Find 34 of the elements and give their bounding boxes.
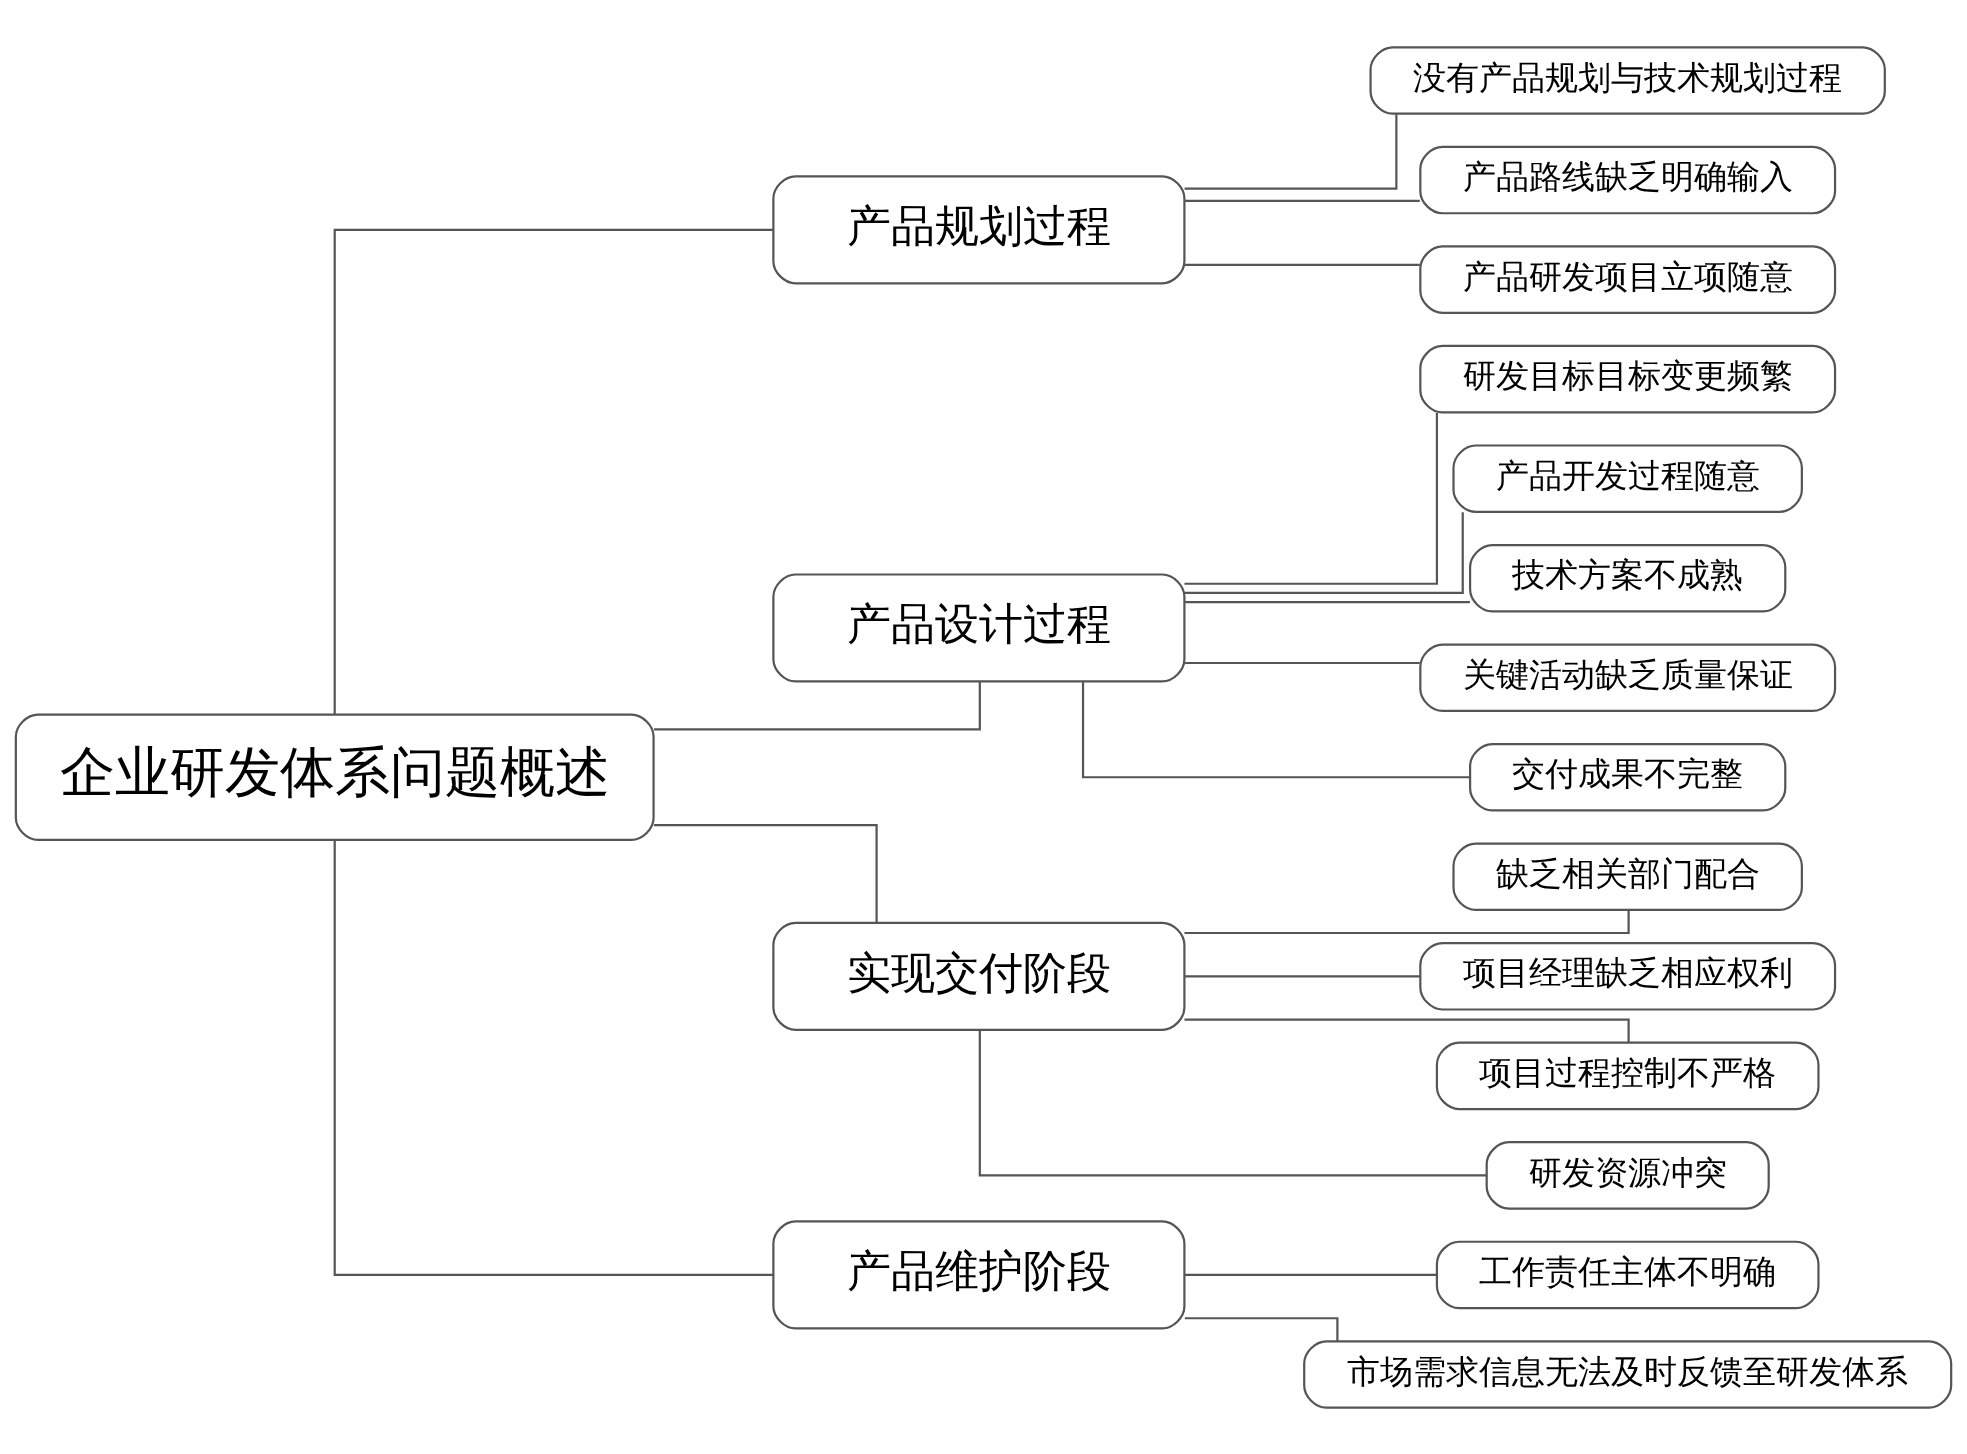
connector — [1185, 600, 1470, 603]
connector — [333, 228, 774, 714]
node-box: 企业研发体系问题概述 — [14, 713, 655, 841]
node-box: 产品规划过程 — [772, 174, 1186, 284]
connector — [1185, 263, 1420, 266]
node-box: 没有产品规划与技术规划过程 — [1369, 45, 1886, 115]
node-box: 关键活动缺乏质量保证 — [1419, 642, 1837, 712]
node-box: 产品开发过程随意 — [1452, 443, 1803, 513]
node-box: 产品维护阶段 — [772, 1219, 1186, 1329]
node-box: 市场需求信息无法及时反馈至研发体系 — [1303, 1339, 1953, 1409]
node-box: 研发目标目标变更频繁 — [1419, 344, 1837, 413]
connector — [1184, 511, 1464, 594]
connector — [1185, 661, 1420, 664]
node-box: 交付成果不完整 — [1469, 742, 1787, 812]
node-box: 项目过程控制不严格 — [1435, 1041, 1820, 1110]
connector — [333, 839, 774, 1276]
node-box: 项目经理缺乏相应权利 — [1419, 941, 1837, 1011]
connector — [978, 1029, 1487, 1176]
node-box: 实现交付阶段 — [772, 921, 1186, 1031]
connector — [653, 823, 878, 923]
connector — [1185, 974, 1420, 977]
connector — [653, 681, 981, 730]
node-box: 产品设计过程 — [772, 572, 1186, 683]
node-box: 产品路线缺乏明确输入 — [1419, 145, 1837, 214]
node-box: 工作责任主体不明确 — [1435, 1240, 1820, 1309]
node-box: 研发资源冲突 — [1485, 1140, 1770, 1210]
connector — [1184, 412, 1439, 585]
node-box: 技术方案不成熟 — [1469, 543, 1787, 612]
node-box: 缺乏相关部门配合 — [1452, 842, 1803, 911]
node-box: 产品研发项目立项随意 — [1419, 244, 1837, 314]
connector — [1184, 113, 1398, 190]
connector — [1081, 681, 1470, 778]
connector — [1185, 1273, 1437, 1276]
connector — [1185, 199, 1420, 202]
